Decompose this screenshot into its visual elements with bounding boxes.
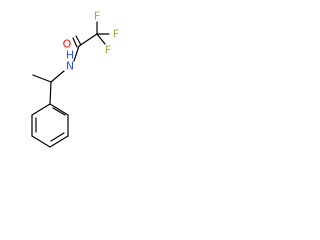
nitrogen-label: N [66, 60, 74, 73]
bond-ring-inner-2 [50, 132, 65, 142]
bond-alpha-phenyl [49, 81, 52, 105]
fluorine-label-top: F [94, 10, 100, 23]
oxygen-label: O [63, 38, 72, 51]
hydrogen-label: H [66, 49, 74, 62]
bond-ring-inner-1 [52, 107, 66, 116]
bond-ring-4 [31, 135, 51, 148]
bond-n-alpha [50, 70, 65, 83]
bond-ring-1 [49, 103, 69, 116]
bond-carbonyl-n [73, 45, 80, 62]
bond-ring-6 [31, 103, 51, 116]
bond-carbonyl-cf3 [78, 33, 98, 47]
bond-cf3-f-bottom [96, 33, 106, 45]
fluorine-label-bottom: F [105, 44, 111, 57]
bond-carbonyl-double-1 [72, 37, 78, 48]
fluorine-label-right: F [113, 28, 119, 41]
bond-alpha-methyl [32, 74, 52, 83]
bond-carbonyl-double-2 [75, 35, 82, 46]
molecule-structure: O N H F F F [31, 10, 119, 148]
bond-ring-3 [49, 135, 69, 148]
